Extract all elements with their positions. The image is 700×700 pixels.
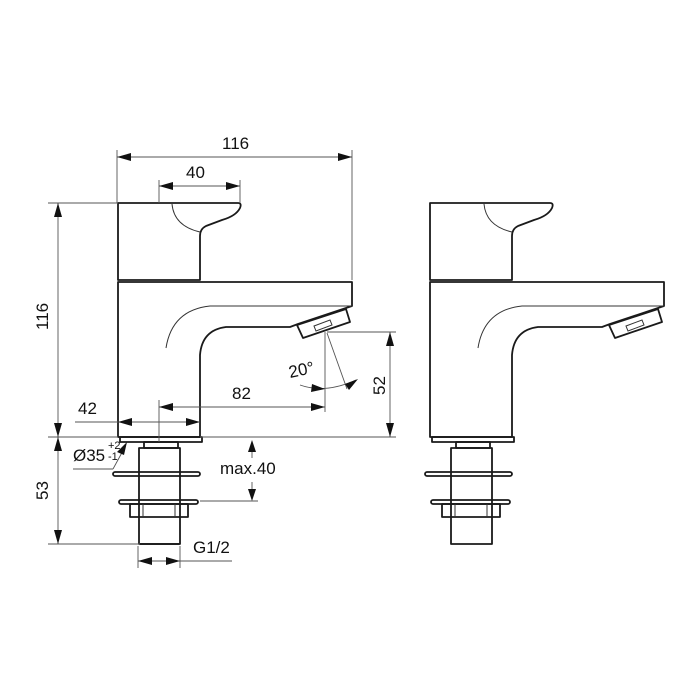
left-tap-aerator-slot <box>313 319 333 332</box>
right-tap <box>424 202 665 545</box>
dim-overall-width: 116 <box>222 134 249 153</box>
dim-spout-angle: 20° <box>287 358 316 382</box>
dim-base-width: 42 <box>78 399 97 418</box>
dim-max-deck-thickness: max.40 <box>220 459 276 478</box>
left-tap-body <box>117 281 353 438</box>
left-tap-handle-curve <box>171 203 201 233</box>
dim-shank-length: 53 <box>33 481 52 500</box>
dim-spout-reach: 82 <box>232 384 251 403</box>
left-tap-aerator <box>296 308 351 339</box>
left-tap-upper-washer <box>112 471 201 477</box>
dim-handle-width: 40 <box>186 163 205 182</box>
dim-hole-diameter: Ø35 <box>73 446 105 465</box>
dim-hole-tol-plus: +2 <box>108 440 121 452</box>
left-tap <box>112 202 353 545</box>
left-tap-spout-inner-curve <box>165 305 352 349</box>
dim-spout-height: 52 <box>370 376 389 395</box>
dim-thread: G1/2 <box>193 538 230 557</box>
dimensions: 116 40 116 42 82 20° <box>33 134 396 568</box>
left-tap-shank <box>138 447 181 545</box>
dim-hole-tol-minus: -1 <box>108 451 118 463</box>
left-tap-nut <box>129 503 189 518</box>
left-tap-handle <box>117 202 242 281</box>
dim-overall-height: 116 <box>33 303 52 330</box>
